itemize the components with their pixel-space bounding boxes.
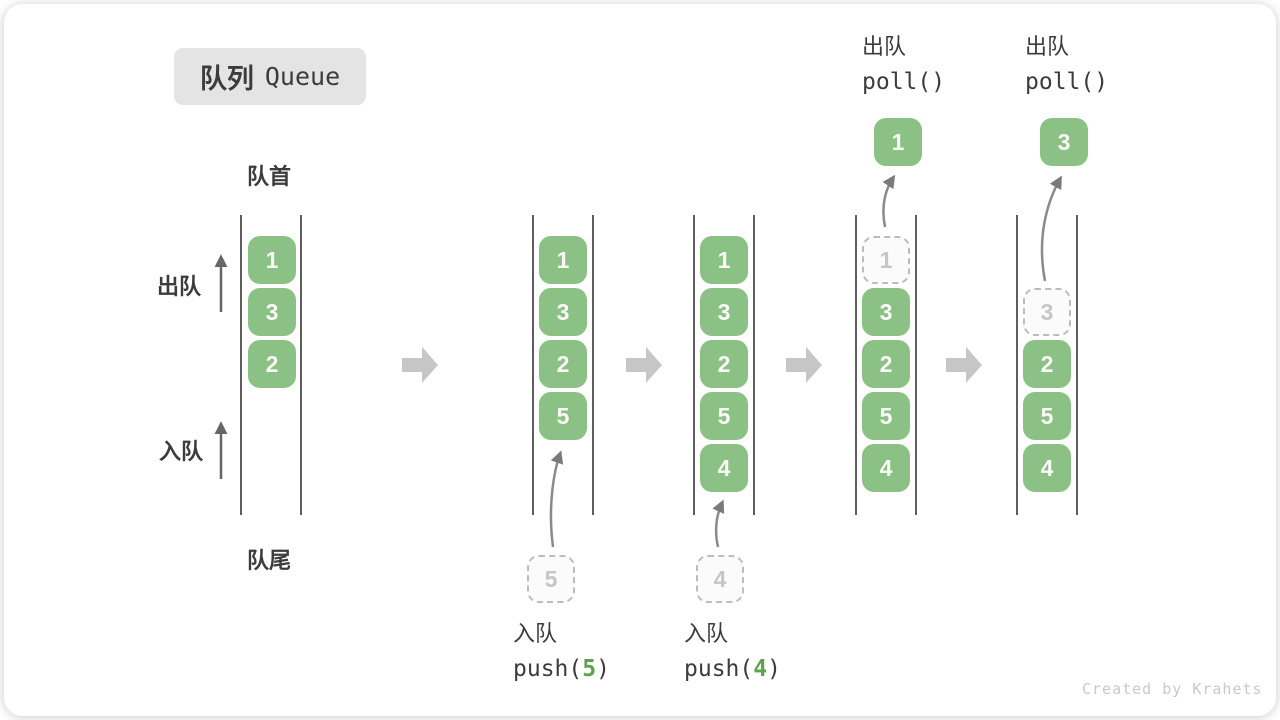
queue-cell: 2 [539,340,587,388]
push-op-zh: 入队 [513,621,558,646]
right-block-arrow-icon [626,347,662,383]
queue-walls [240,215,1078,515]
queue-cell: 1 [539,236,587,284]
queue-cell: 3 [700,288,748,336]
incoming-element: 4 [696,555,744,603]
operation-arrows [549,174,1062,548]
push-code-arg: 4 [753,656,768,682]
queue-cell: 3 [539,288,587,336]
queue-cell: 5 [539,392,587,440]
queue-cell: 2 [248,340,296,388]
title-badge: 队列 Queue [174,48,366,105]
queue-cell: 5 [700,392,748,440]
queue-cell: 1 [700,236,748,284]
push-op-code: push(4) [684,658,781,681]
push5-arrow-icon [549,450,564,548]
push-code-post: ) [767,656,781,682]
queue-cell: 5 [1023,392,1071,440]
push-code-arg: 5 [582,656,597,682]
right-block-arrow-icon [946,347,982,383]
label-queue-front: 队首 [247,164,292,189]
queue-cell: 1 [248,236,296,284]
poll-op-code: poll() [1025,69,1109,95]
step-arrow-icons [402,347,982,383]
polled-element: 3 [1040,118,1088,166]
right-block-arrow-icon [786,347,822,383]
poll-op-zh: 出队 [1025,34,1070,59]
queue-cell: 2 [862,340,910,388]
label-dequeue: 出队 [157,274,202,299]
push-operation-label: 入队 push(5) [513,623,610,681]
queue-cell: 2 [1023,340,1071,388]
queue-cell: 4 [1023,444,1071,492]
poll3-arrow-icon [1040,175,1062,282]
removed-cell: 3 [1023,288,1071,336]
push-code-pre: push( [684,656,754,682]
push-op-zh: 入队 [684,621,729,646]
label-enqueue: 入队 [159,439,204,464]
poll-operation-label: 出队 poll() [862,36,945,94]
queue-cell: 4 [700,444,748,492]
queue-cell: 4 [862,444,910,492]
push-op-code: push(5) [513,658,610,681]
push-code-pre: push( [513,656,583,682]
push4-arrow-icon [712,499,725,548]
poll-op-zh: 出队 [862,34,907,59]
right-block-arrow-icon [402,347,438,383]
title-en: Queue [264,62,341,91]
queue-cell: 2 [700,340,748,388]
watermark-credit: Created by Krahets [1082,680,1263,698]
title-zh: 队列 [199,64,254,94]
queue-cell: 3 [862,288,910,336]
poll1-arrow-icon [882,174,896,228]
diagram-card: 队列 Queue 队首 队尾 出队 入队 1 3 2 1 3 2 5 5 1 3… [4,4,1276,716]
label-queue-rear: 队尾 [247,548,292,573]
diagram-lines-arrows-layer [214,174,1078,548]
removed-cell: 1 [862,236,910,284]
push-code-post: ) [596,656,610,682]
poll-op-code: poll() [862,69,946,95]
queue-cell: 5 [862,392,910,440]
poll-operation-label: 出队 poll() [1025,36,1108,94]
queue-cell: 3 [248,288,296,336]
polled-element: 1 [874,118,922,166]
push-operation-label: 入队 push(4) [684,623,781,681]
incoming-element: 5 [527,555,575,603]
